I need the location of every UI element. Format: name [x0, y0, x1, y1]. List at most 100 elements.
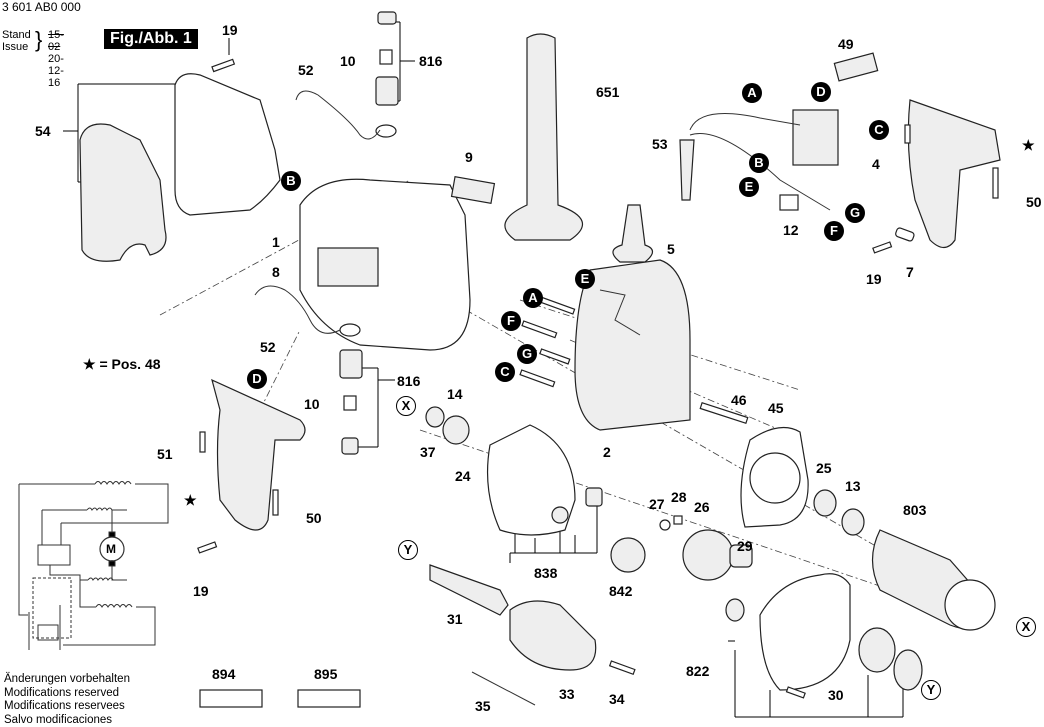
part-651-side-handle	[504, 33, 584, 241]
connector-wire-e	[599, 289, 641, 336]
part-822-gear-housing	[759, 573, 851, 691]
connector-marker-b-switch: B	[749, 153, 769, 173]
part-label-49: 49	[838, 36, 854, 52]
part-14-bearing	[442, 415, 470, 445]
connector-terminal-g	[539, 348, 571, 365]
leader-816-top	[385, 21, 415, 102]
part-label-29: 29	[737, 538, 753, 554]
connector-marker-a-mid: A	[523, 288, 543, 308]
part-label-10-mid: 10	[304, 396, 320, 412]
part-894-tube	[199, 689, 263, 708]
part-34-screw	[608, 660, 636, 676]
part-822-sealing-ring	[893, 649, 923, 691]
part-5-cord	[612, 204, 654, 263]
part-washer-top	[375, 124, 397, 138]
connector-marker-g-switch: G	[845, 203, 865, 223]
connector-terminal-c	[519, 369, 556, 388]
note-english: Modifications reserved	[4, 686, 120, 699]
part-washer-mid	[339, 323, 361, 337]
part-26-gear	[682, 529, 734, 581]
part-label-4: 4	[872, 156, 880, 172]
part-895-tube	[297, 689, 361, 708]
part-brush-cap-mid	[341, 437, 359, 455]
part-label-5: 5	[667, 241, 675, 257]
part-label-14: 14	[447, 386, 463, 402]
stand-old-value: 15-02	[48, 29, 64, 53]
part-7-clamp	[895, 227, 915, 242]
part-label-8: 8	[272, 264, 280, 280]
part-label-12: 12	[783, 222, 799, 238]
schematic-motor-label: M	[106, 542, 116, 556]
connector-marker-a-switch: A	[742, 83, 762, 103]
part-50-screw-right	[992, 167, 999, 199]
part-822-bearing-small	[725, 598, 745, 622]
part-803-fan	[944, 579, 996, 631]
part-rear-handle-right	[907, 99, 1001, 249]
part-8-label	[317, 247, 379, 287]
leader-822	[728, 640, 904, 718]
part-label-803: 803	[903, 502, 927, 518]
part-label-19-right: 19	[866, 271, 882, 287]
part-19-screw-right	[872, 241, 893, 254]
part-25-sleeve	[813, 489, 837, 517]
part-label-45: 45	[768, 400, 784, 416]
part-label-19-bottom: 19	[193, 583, 209, 599]
modifications-notes: Änderungen vorbehalten Modifications res…	[4, 673, 130, 727]
part-label-50-right: 50	[1026, 194, 1042, 210]
part-27-circlip	[659, 519, 671, 531]
part-label-26: 26	[694, 499, 710, 515]
connector-marker-f-switch: F	[824, 221, 844, 241]
part-rear-handle-left	[211, 378, 306, 531]
part-51-screw	[199, 431, 206, 453]
part-842-gear	[610, 537, 646, 573]
part-label-816-mid: 816	[397, 373, 421, 389]
ref-marker-x-left: X	[396, 396, 416, 416]
figure-label: Fig./Abb. 1	[104, 29, 198, 49]
part-12-capacitor	[779, 194, 799, 211]
part-19-screw-top	[211, 58, 236, 73]
connector-marker-e-mid: E	[575, 269, 595, 289]
connector-marker-f-mid: F	[501, 311, 521, 331]
part-838-bearing	[551, 506, 569, 524]
part-brush-holder-top	[375, 76, 399, 106]
part-37-washer	[425, 406, 445, 428]
part-label-822: 822	[686, 663, 710, 679]
star-marker-left: ★	[184, 492, 197, 508]
brace-icon: }	[35, 27, 43, 52]
part-label-895: 895	[314, 666, 338, 682]
part-label-30: 30	[828, 687, 844, 703]
connector-marker-c-mid: C	[495, 362, 515, 382]
star-marker-right: ★	[1022, 137, 1035, 153]
leader-816-mid	[358, 367, 395, 448]
ref-marker-y-right: Y	[921, 680, 941, 700]
part-10-brush-mid	[343, 395, 357, 411]
issue-label: Issue	[2, 41, 29, 53]
connector-marker-d-handle: D	[247, 369, 267, 389]
part-838-bushing	[585, 487, 603, 507]
part-52-wire-mid	[254, 285, 341, 334]
document-number: 3 601 AB0 000	[2, 0, 81, 14]
part-label-27: 27	[649, 496, 665, 512]
note-spanish: Salvo modificaciones	[4, 713, 113, 726]
part-1-housing	[299, 178, 471, 351]
connector-terminal-f	[521, 320, 558, 339]
connector-marker-d-switch: D	[811, 82, 831, 102]
ref-marker-x-right: X	[1016, 617, 1036, 637]
part-label-51: 51	[157, 446, 173, 462]
part-46-screw	[699, 401, 749, 425]
leader-838	[509, 500, 598, 563]
part-label-24: 24	[455, 468, 471, 484]
part-label-31: 31	[447, 611, 463, 627]
part-label-7: 7	[906, 264, 914, 280]
part-label-9: 9	[465, 149, 473, 165]
part-54-frame	[174, 73, 281, 216]
part-45-ring	[749, 452, 801, 504]
connector-marker-c-switch: C	[869, 120, 889, 140]
part-10-brush-top	[379, 49, 393, 65]
revision-block: Stand Issue } 15-02 20-12-16	[2, 29, 64, 90]
stand-label: Stand	[2, 29, 31, 41]
connector-marker-e-switch: E	[739, 177, 759, 197]
part-label-34: 34	[609, 691, 625, 707]
part-brush-holder-mid	[339, 349, 363, 379]
